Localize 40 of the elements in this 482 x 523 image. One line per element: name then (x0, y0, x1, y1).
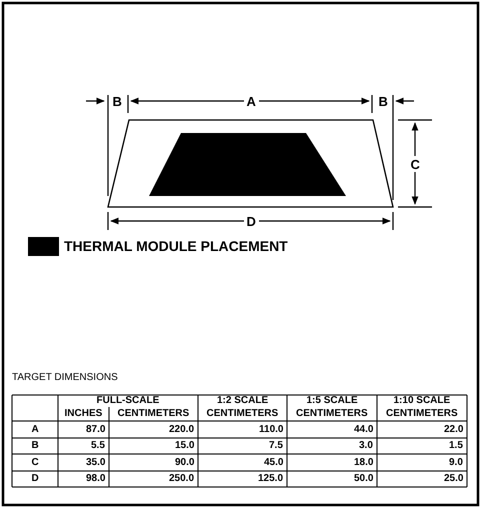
column-header: CENTIMETERS (206, 409, 278, 419)
dimension-label: D (246, 214, 256, 228)
table-value: 25.0 (444, 474, 464, 484)
column-header: 1:2 SCALE (217, 396, 268, 406)
table-value: 18.0 (354, 458, 374, 468)
table-value: 90.0 (175, 458, 194, 468)
row-header: A (32, 424, 39, 434)
row-header: B (32, 441, 39, 451)
table-value: 50.0 (354, 474, 374, 484)
table-value: 250.0 (169, 474, 194, 484)
table-value: 9.0 (449, 458, 463, 468)
legend-label: THERMAL MODULE PLACEMENT (64, 239, 288, 253)
column-header: CENTIMETERS (296, 409, 368, 419)
table-value: 45.0 (264, 458, 284, 468)
column-header: CENTIMETERS (386, 409, 458, 419)
row-header: C (32, 458, 39, 468)
column-header: 1:10 SCALE (394, 396, 450, 406)
table-value: 7.5 (269, 441, 283, 451)
table-value: 22.0 (444, 424, 464, 434)
column-header: 1:5 SCALE (306, 396, 358, 406)
table-value: 220.0 (169, 424, 194, 434)
row-header: D (32, 474, 39, 484)
column-header: CENTIMETERS (118, 409, 190, 419)
dimension-label: C (410, 158, 420, 170)
table-value: 5.5 (91, 441, 105, 451)
table-value: 87.0 (86, 424, 106, 434)
table-value: 3.0 (359, 441, 373, 451)
table-value: 44.0 (354, 424, 374, 434)
table-value: 1.5 (449, 441, 463, 451)
table-value: 125.0 (258, 474, 284, 484)
table-value: 98.0 (86, 474, 106, 484)
table-value: 35.0 (86, 458, 106, 468)
column-header: FULL-SCALE (96, 396, 160, 406)
table-value: 110.0 (259, 424, 284, 434)
table-title: TARGET DIMENSIONS (12, 373, 118, 383)
dimension-label: A (246, 94, 256, 108)
column-header: INCHES (64, 409, 102, 419)
dimension-label: B (112, 94, 122, 108)
table-value: 15.0 (175, 441, 194, 451)
dimension-label: B (378, 94, 388, 108)
